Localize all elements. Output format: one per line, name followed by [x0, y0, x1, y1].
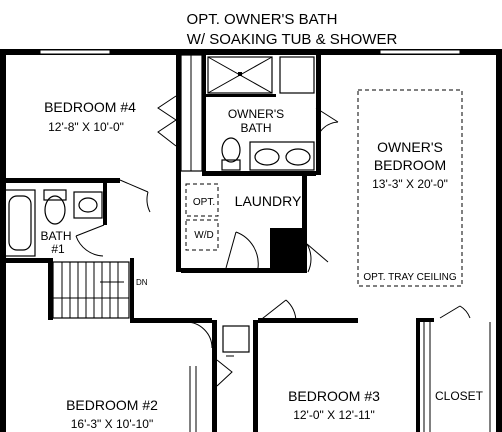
wd-label: W/D: [194, 230, 213, 241]
linen-cabinet-fill: [270, 228, 302, 268]
interior-walls: [0, 55, 434, 432]
opt-washer-outline: [185, 183, 219, 217]
soaking-tub-area: [279, 56, 315, 94]
bedroom2-size: 16'-3" X 10'-10": [71, 417, 153, 431]
hall-linen-closet: [216, 325, 250, 387]
wd-outline: [185, 219, 219, 251]
bedroom3-door: [257, 299, 297, 323]
bath1-label-2: #1: [51, 242, 65, 256]
closet-label: CLOSET: [435, 389, 484, 403]
bedroom4-closet-bifold: [157, 95, 177, 147]
tray-ceiling-label: OPT. TRAY CEILING: [363, 272, 457, 283]
bedroom3-name: BEDROOM #3: [288, 388, 380, 404]
staircase: [52, 261, 130, 319]
bedroom4-name: BEDROOM #4: [44, 99, 136, 115]
bedroom4-door: [119, 179, 151, 213]
bath1-door: [75, 224, 105, 257]
bedroom2-door: [185, 321, 213, 349]
bedroom4-size: 12'-8" X 10'-0": [48, 120, 124, 134]
shower-fixture: [207, 56, 273, 94]
closet-shelving: [423, 322, 491, 432]
owners-bedroom-door: [306, 243, 329, 273]
bath1-vanity: [73, 191, 103, 219]
bedroom2-closet: [189, 366, 197, 432]
laundry-door: [225, 231, 259, 269]
header-line-1: OPT. OWNER'S BATH: [187, 11, 338, 28]
bath1-label-1: BATH: [40, 229, 71, 243]
owners-bath-label-1: OWNER'S: [228, 107, 284, 121]
owners-bedroom-name-2: BEDROOM: [374, 157, 446, 173]
double-vanity: [249, 141, 315, 171]
owners-bedroom-name-1: OWNER'S: [377, 139, 443, 155]
owners-bedroom-size: 13'-3" X 20'-0": [372, 177, 448, 191]
bedroom2-name: BEDROOM #2: [66, 397, 158, 413]
tray-ceiling-outline: [357, 89, 463, 287]
window-openings: [39, 49, 461, 55]
owners-closet-door: [439, 305, 471, 319]
stairs-dn-label: DN: [136, 278, 148, 287]
opt-label: OPT.: [193, 197, 215, 208]
bedroom4-closet: [180, 54, 203, 172]
bath1-tub: [4, 189, 36, 257]
bedroom3-size: 12'-0" X 12'-11": [293, 408, 375, 422]
header-line-2: W/ SOAKING TUB & SHOWER: [187, 31, 398, 48]
bath1-toilet: [43, 189, 67, 225]
owners-bath-label-2: BATH: [240, 121, 271, 135]
laundry-label: LAUNDRY: [235, 193, 302, 209]
toilet-owners-bath: [221, 137, 241, 171]
owners-bath-door: [315, 107, 339, 133]
